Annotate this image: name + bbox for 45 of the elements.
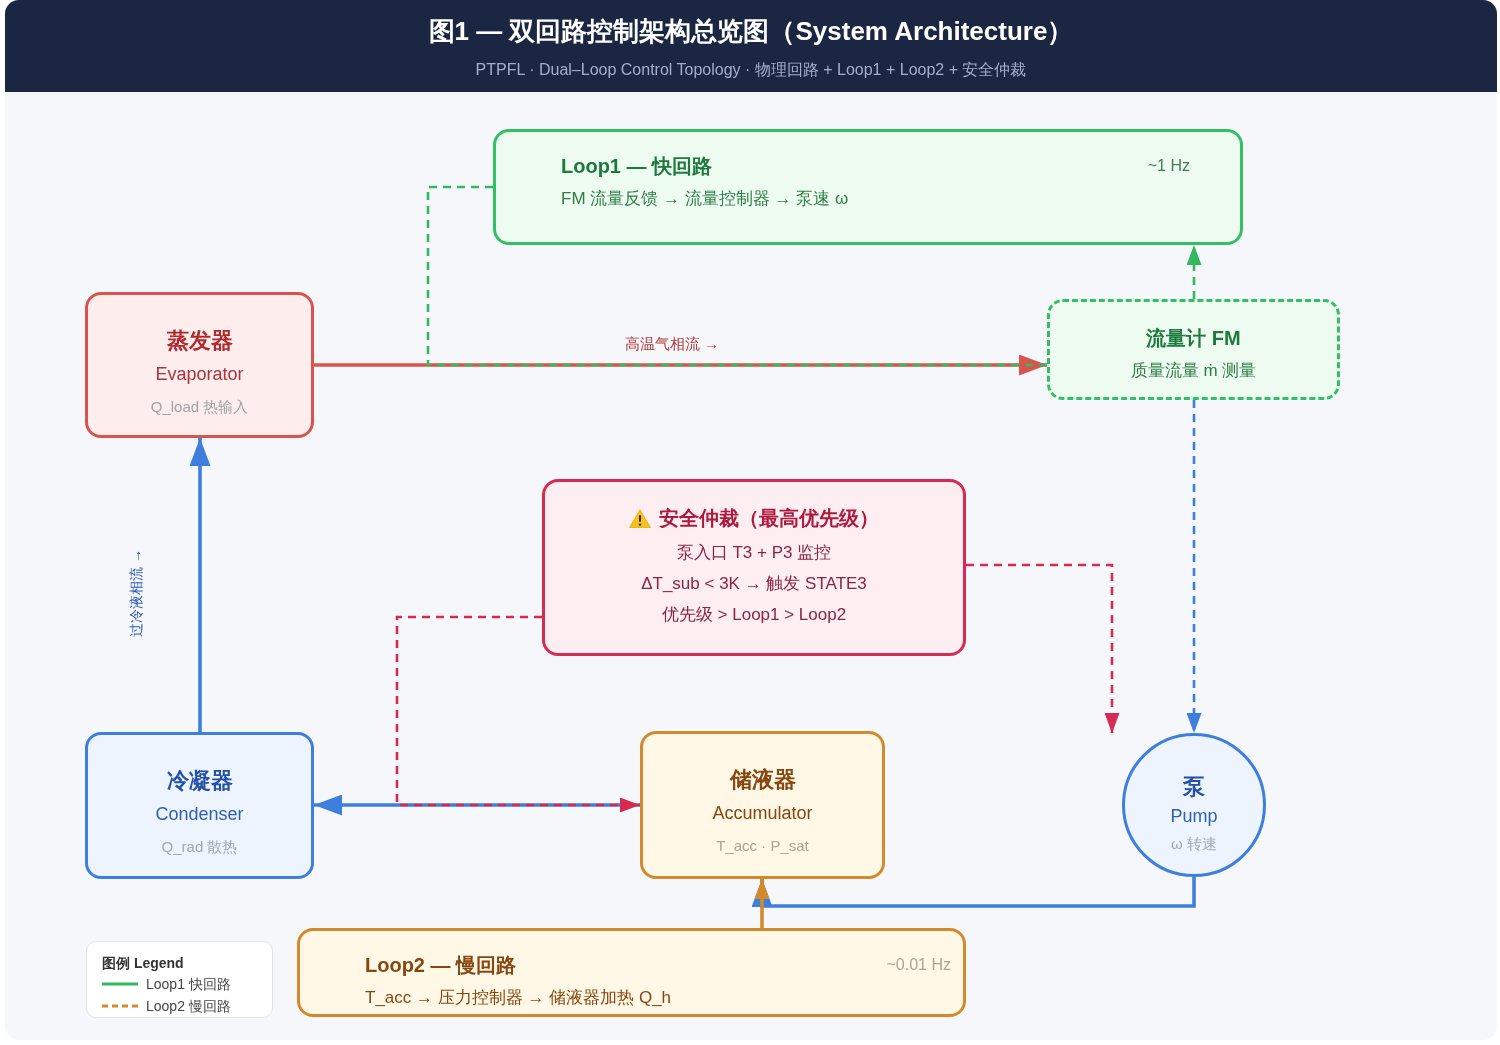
dashed-arrow — [1186, 400, 1202, 733]
arrow — [314, 794, 640, 816]
evaporator-box — [85, 292, 314, 438]
node-title: 泵 — [1183, 774, 1205, 800]
loop-title: Loop2 — 慢回路 — [365, 953, 517, 977]
safety-rule-text: ΔT_sub < 3K → 触发 STATE3 — [641, 573, 867, 595]
condenser-box — [85, 732, 314, 879]
node-note: Q_load 热输入 — [150, 397, 249, 417]
node-subtitle: Evaporator — [155, 363, 244, 386]
control-loop-box — [493, 129, 1243, 245]
dashed-arrow — [1186, 245, 1202, 299]
safety-arbiter-box — [542, 479, 966, 656]
node-title: 流量计 FM — [1146, 326, 1241, 351]
arrow — [751, 877, 1196, 908]
node-note: Q_rad 散热 — [161, 837, 238, 857]
node-title: 安全仲裁（最高优先级） — [659, 506, 879, 531]
arrow — [754, 879, 770, 928]
legend-label: Loop1 快回路 — [146, 975, 231, 993]
accumulator-box — [640, 731, 885, 879]
node-subtitle: Pump — [1170, 805, 1218, 828]
node-title: 蒸发器 — [166, 327, 233, 355]
diagram-title: 图1 — 双回路控制架构总览图（System Architecture） — [428, 15, 1074, 48]
loop-description: T_acc → 压力控制器 → 储液器加热 Q_h — [365, 987, 672, 1009]
arrow — [314, 354, 1047, 376]
diagram-subtitle: PTPFL · Dual–Loop Control Topology · 物理回路 + Loop1 + Loop2 + 安全仲裁 — [475, 60, 1027, 80]
loop-description: FM 流量反馈 → 流量控制器 → 泵速 ω — [561, 188, 849, 210]
dashed-connector-line — [426, 185, 1047, 367]
loop-title: Loop1 — 快回路 — [561, 154, 713, 178]
arrow — [189, 438, 211, 732]
legend-title: 图例 Legend — [102, 954, 184, 973]
dashed-arrow — [966, 563, 1120, 733]
frequency-label: ~1 Hz — [1147, 156, 1190, 176]
node-title: 冷凝器 — [166, 767, 233, 795]
node-subtitle: Condenser — [155, 803, 244, 826]
frequency-label: ~0.01 Hz — [886, 955, 951, 975]
node-subtitle: Accumulator — [712, 802, 813, 825]
node-note: T_acc · P_sat — [716, 836, 809, 856]
node-note: ω 转速 — [1171, 834, 1217, 854]
safety-rule-text: 优先级 > Loop1 > Loop2 — [661, 604, 847, 626]
legend-label: Loop2 慢回路 — [146, 997, 231, 1015]
safety-rule-text: 泵入口 T3 + P3 监控 — [676, 542, 832, 564]
node-subtitle: 质量流量 ṁ 测量 — [1130, 360, 1257, 382]
control-loop-box — [297, 928, 966, 1017]
flow-meter-box — [1047, 299, 1340, 400]
node-title: 储液器 — [729, 766, 796, 794]
